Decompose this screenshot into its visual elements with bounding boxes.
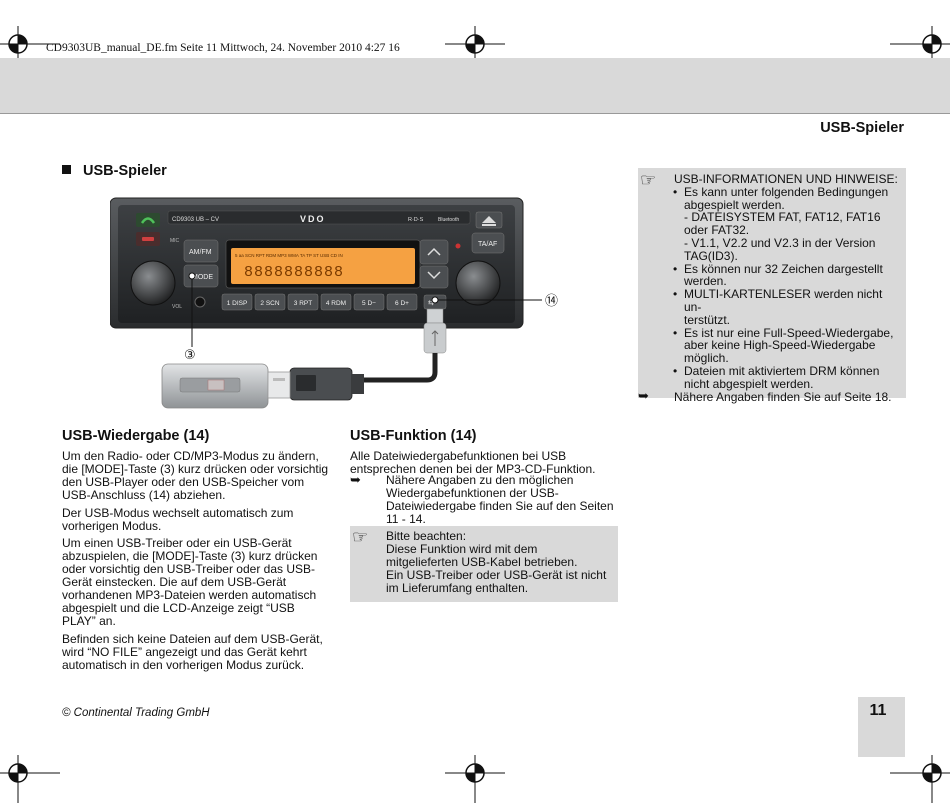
chevron-down-icon <box>427 271 441 280</box>
preset-label: 2 SCN <box>260 300 279 307</box>
main-heading-text: USB-Spieler <box>83 163 167 179</box>
header-band <box>0 58 950 113</box>
note-title: Bitte beachten: <box>386 529 467 543</box>
preset-buttons: 1 DISP 2 SCN 3 RPT 4 RDM 5 D− 6 D+ <box>221 293 418 311</box>
indicator-led <box>455 243 461 249</box>
volume-knob[interactable] <box>130 260 176 306</box>
preset-label: 1 DISP <box>227 300 248 307</box>
crop-mark-bottom-center <box>445 755 505 803</box>
square-bullet-icon <box>62 165 71 174</box>
pointing-hand-icon: ☞ <box>640 170 657 190</box>
bullet-icon: • <box>673 287 678 302</box>
paragraph: Der USB-Modus wechselt automatisch zum v… <box>62 505 294 533</box>
info-item: • Es ist nur eine Full-Speed-Wiedergabe,… <box>673 325 894 366</box>
aux-jack <box>194 296 206 308</box>
bluetooth-label: Bluetooth <box>438 217 459 223</box>
callout-14: ⑭ <box>545 294 558 309</box>
phone-accept-icon <box>140 217 156 224</box>
call-accept-button[interactable] <box>136 213 160 227</box>
usb-cable <box>360 353 438 383</box>
ta-af-label: TA/AF <box>478 241 497 248</box>
callout-3: ③ <box>184 348 196 363</box>
header-divider <box>0 113 950 114</box>
vol-label: VOL <box>172 304 182 310</box>
lcd-indicators: 5 aa SCN RPT RDM MP3 WMA TA TP ST USB CD… <box>235 253 343 258</box>
reference-arrow-icon: ➥ <box>638 387 649 403</box>
bullet-icon: • <box>673 363 678 378</box>
up-button[interactable] <box>419 239 449 265</box>
preset-label: 6 D+ <box>395 300 409 307</box>
paragraph: Alle Dateiwiedergabefunktionen bei USB e… <box>350 449 596 476</box>
preset-button[interactable] <box>320 293 352 311</box>
footer-copyright: © Continental Trading GmbH <box>62 707 210 719</box>
preset-button[interactable] <box>386 293 418 311</box>
page-number: 11 <box>869 702 887 719</box>
tuning-knob[interactable] <box>455 260 501 306</box>
usb-funktion-body: Alle Dateiwiedergabefunktionen bei USB e… <box>350 450 618 481</box>
usb-wiedergabe-body: Um den Radio- oder CD/MP3-Modus zu änder… <box>62 450 330 677</box>
preset-button[interactable] <box>353 293 385 311</box>
ta-af-button[interactable] <box>471 232 505 254</box>
eject-icon <box>482 216 496 223</box>
usb-icon: ⇆ <box>428 299 434 307</box>
info-item: • MULTI-KARTENLESER werden nicht un- ter… <box>673 287 883 327</box>
usb-info-box: ☞ USB-INFORMATIONEN UND HINWEISE: • Es k… <box>638 168 906 403</box>
usb-wiedergabe-heading: USB-Wiedergabe (14) <box>62 428 210 444</box>
preset-button[interactable] <box>287 293 319 311</box>
model-label: CD9303 UB – CV <box>172 217 219 223</box>
info-reference: ➥ Nähere Angaben finden Sie auf Seite 18… <box>638 387 892 404</box>
chevron-up-icon <box>427 247 441 256</box>
bullet-icon: • <box>673 325 678 340</box>
car-radio-figure: CD9303 UB – CV VDO R·D·S Bluetooth MIC A… <box>109 196 570 414</box>
crop-mark-bottom-left <box>0 755 60 803</box>
info-title: USB-INFORMATIONEN UND HINWEISE: <box>674 172 898 186</box>
lcd-display <box>231 248 415 284</box>
section-header: USB-Spieler <box>820 120 904 136</box>
reference-arrow-icon: ➥ <box>350 472 361 487</box>
rds-label: R·D·S <box>408 217 424 223</box>
mic-label: MIC <box>170 238 180 244</box>
preset-button[interactable] <box>254 293 286 311</box>
note-line: Diese Funktion wird mit dem mitgeliefert… <box>386 541 578 569</box>
funktion-reference: ➥ Nähere Angaben zu den möglichen Wieder… <box>350 472 614 526</box>
note-line: Ein USB-Treiber oder USB-Gerät ist nicht… <box>386 567 607 595</box>
amfm-button[interactable] <box>183 239 219 263</box>
usb-arrow-icon <box>431 330 439 346</box>
preset-label: 4 RDM <box>326 300 346 307</box>
usb-funktion-heading: USB-Funktion (14) <box>350 428 477 444</box>
preset-button[interactable] <box>221 293 253 311</box>
main-heading: USB-Spieler <box>62 163 167 179</box>
lcd-segments: 8888888888 <box>244 264 344 281</box>
crop-mark-bottom-right <box>890 755 950 803</box>
paragraph: Um einen USB-Treiber oder ein USB-Gerät … <box>62 536 318 628</box>
preset-label: 3 RPT <box>294 300 312 307</box>
bullet-icon: • <box>673 261 678 276</box>
paragraph: Befinden sich keine Dateien auf dem USB-… <box>62 631 323 672</box>
amfm-label: AM/FM <box>189 249 212 256</box>
crop-mark-top-right <box>890 26 950 66</box>
pointing-hand-icon: ☞ <box>352 527 369 547</box>
car-radio-illustration: CD9303 UB – CV VDO R·D·S Bluetooth MIC A… <box>109 197 558 409</box>
preset-label: 5 D− <box>362 300 376 307</box>
crop-mark-top-left <box>0 26 60 66</box>
brand-label: VDO <box>300 214 326 224</box>
note-box: ☞ Bitte beachten: Diese Funktion wird mi… <box>350 526 618 602</box>
paragraph: Um den Radio- oder CD/MP3-Modus zu änder… <box>62 449 329 502</box>
print-header-line: CD9303UB_manual_DE.fm Seite 11 Mittwoch,… <box>46 42 400 54</box>
mode-label: MODE <box>192 274 213 281</box>
page-number-box: 11 <box>858 697 905 757</box>
info-list: • Es kann unter folgenden Bedingungen ab… <box>673 184 900 391</box>
phone-reject-icon <box>142 237 154 241</box>
info-item: • Es kann unter folgenden Bedingungen ab… <box>673 184 889 263</box>
info-item: • Dateien mit aktiviertem DRM können nic… <box>673 363 880 391</box>
bullet-icon: • <box>673 184 678 199</box>
info-item: • Es können nur 32 Zeichen dargestellt w… <box>673 261 883 289</box>
